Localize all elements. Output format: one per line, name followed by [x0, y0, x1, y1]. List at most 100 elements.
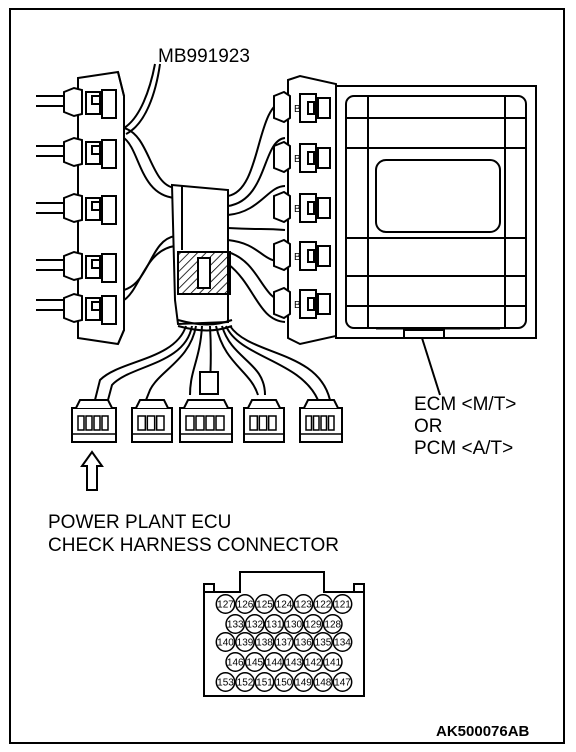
pin-circle	[313, 594, 333, 614]
pin-number: 140	[217, 638, 234, 649]
pin-number: 126	[237, 600, 254, 611]
pin-number: 139	[237, 638, 254, 649]
pin-circle	[235, 672, 255, 692]
pin-circle	[225, 614, 246, 634]
pin-circle	[274, 594, 294, 614]
pin-number: 125	[256, 600, 273, 611]
pin-number: 130	[285, 620, 302, 631]
pin-circle	[332, 672, 353, 692]
pin-number: 152	[237, 678, 254, 689]
ecu-unit: B B B B B	[273, 74, 537, 396]
socket-tab-marker: B	[294, 104, 301, 115]
left-socket	[63, 136, 117, 169]
connector-title-line2: CHECK HARNESS CONNECTOR	[48, 535, 339, 556]
pin-number: 132	[246, 620, 263, 631]
pin-number: 128	[324, 620, 341, 631]
pin-circle	[332, 594, 353, 614]
pin-circle	[322, 652, 343, 672]
left-socket	[63, 292, 117, 325]
pin-circle	[254, 632, 275, 652]
pin-circle	[303, 614, 324, 634]
pin-circle	[244, 614, 265, 634]
pin-number: 149	[295, 678, 312, 689]
pin-number: 135	[315, 638, 332, 649]
pin-circle	[293, 632, 314, 652]
ecu-label-mt: ECM <M/T>	[414, 394, 516, 415]
left-adapter-connector	[63, 70, 125, 346]
pin-circle	[254, 594, 275, 614]
pin-circle	[264, 614, 285, 634]
left-harness-wires	[36, 95, 64, 311]
pin-number: 133	[227, 620, 244, 631]
pin-circle	[225, 652, 246, 672]
pin-circle	[215, 632, 236, 652]
figure-id: AK500076AB	[436, 723, 530, 740]
pin-circle	[313, 672, 333, 692]
pin-number: 138	[256, 638, 273, 649]
pin-circle	[215, 672, 236, 692]
check-connector	[299, 399, 343, 443]
connector-title-line1: POWER PLANT ECU	[48, 512, 231, 533]
pin-number: 122	[315, 600, 332, 611]
pin-circle	[313, 632, 333, 652]
pin-circle	[274, 632, 294, 652]
check-connector	[243, 399, 285, 443]
pin-number: 141	[324, 658, 341, 669]
check-connector	[179, 399, 233, 443]
check-connector	[131, 399, 173, 443]
pin-number: 134	[334, 638, 351, 649]
pin-number: 121	[334, 600, 351, 611]
pin-circle	[254, 672, 275, 692]
pin-number: 124	[276, 600, 293, 611]
tool-label: MB991923	[158, 46, 250, 67]
pin-circle	[283, 652, 304, 672]
ecu-socket: B	[273, 286, 331, 320]
pin-number: 129	[305, 620, 322, 631]
pin-number: 153	[217, 678, 234, 689]
left-socket	[63, 86, 117, 119]
ecu-socket: B	[273, 90, 331, 124]
check-connector	[71, 399, 117, 443]
pin-circle	[293, 594, 314, 614]
ecu-socket: B	[273, 140, 331, 174]
check-harness-connectors	[71, 399, 343, 443]
pin-number: 148	[315, 678, 332, 689]
pin-number: 147	[334, 678, 351, 689]
pin-number: 145	[246, 658, 263, 669]
socket-tab-marker: B	[294, 252, 301, 263]
pin-circle	[332, 632, 353, 652]
pin-circle	[215, 594, 236, 614]
socket-tab-marker: B	[294, 204, 301, 215]
harness-bundle	[94, 63, 331, 401]
pin-number: 123	[295, 600, 312, 611]
ecu-label-at: PCM <A/T>	[414, 438, 513, 459]
pin-number: 131	[266, 620, 283, 631]
ecu-socket: B	[273, 190, 331, 224]
pin-number: 137	[276, 638, 293, 649]
pin-number: 127	[217, 600, 234, 611]
socket-tab-marker: B	[294, 154, 301, 165]
pin-circle	[264, 652, 285, 672]
ecu-label-or: OR	[414, 416, 443, 437]
pin-circle	[322, 614, 343, 634]
pin-number: 151	[256, 678, 273, 689]
up-arrow-icon	[80, 450, 104, 491]
pin-number: 146	[227, 658, 244, 669]
pin-circle	[293, 672, 314, 692]
left-socket	[63, 192, 117, 225]
pin-number: 143	[285, 658, 302, 669]
ecu-socket: B	[273, 238, 331, 272]
pin-number: 144	[266, 658, 283, 669]
pin-circle	[274, 672, 294, 692]
pin-number: 150	[276, 678, 293, 689]
pin-circle	[235, 632, 255, 652]
socket-tab-marker: B	[294, 300, 301, 311]
left-socket	[63, 250, 117, 283]
pin-number: 136	[295, 638, 312, 649]
pin-circle	[244, 652, 265, 672]
pin-circle	[303, 652, 324, 672]
pin-circle	[235, 594, 255, 614]
pin-number: 142	[305, 658, 322, 669]
